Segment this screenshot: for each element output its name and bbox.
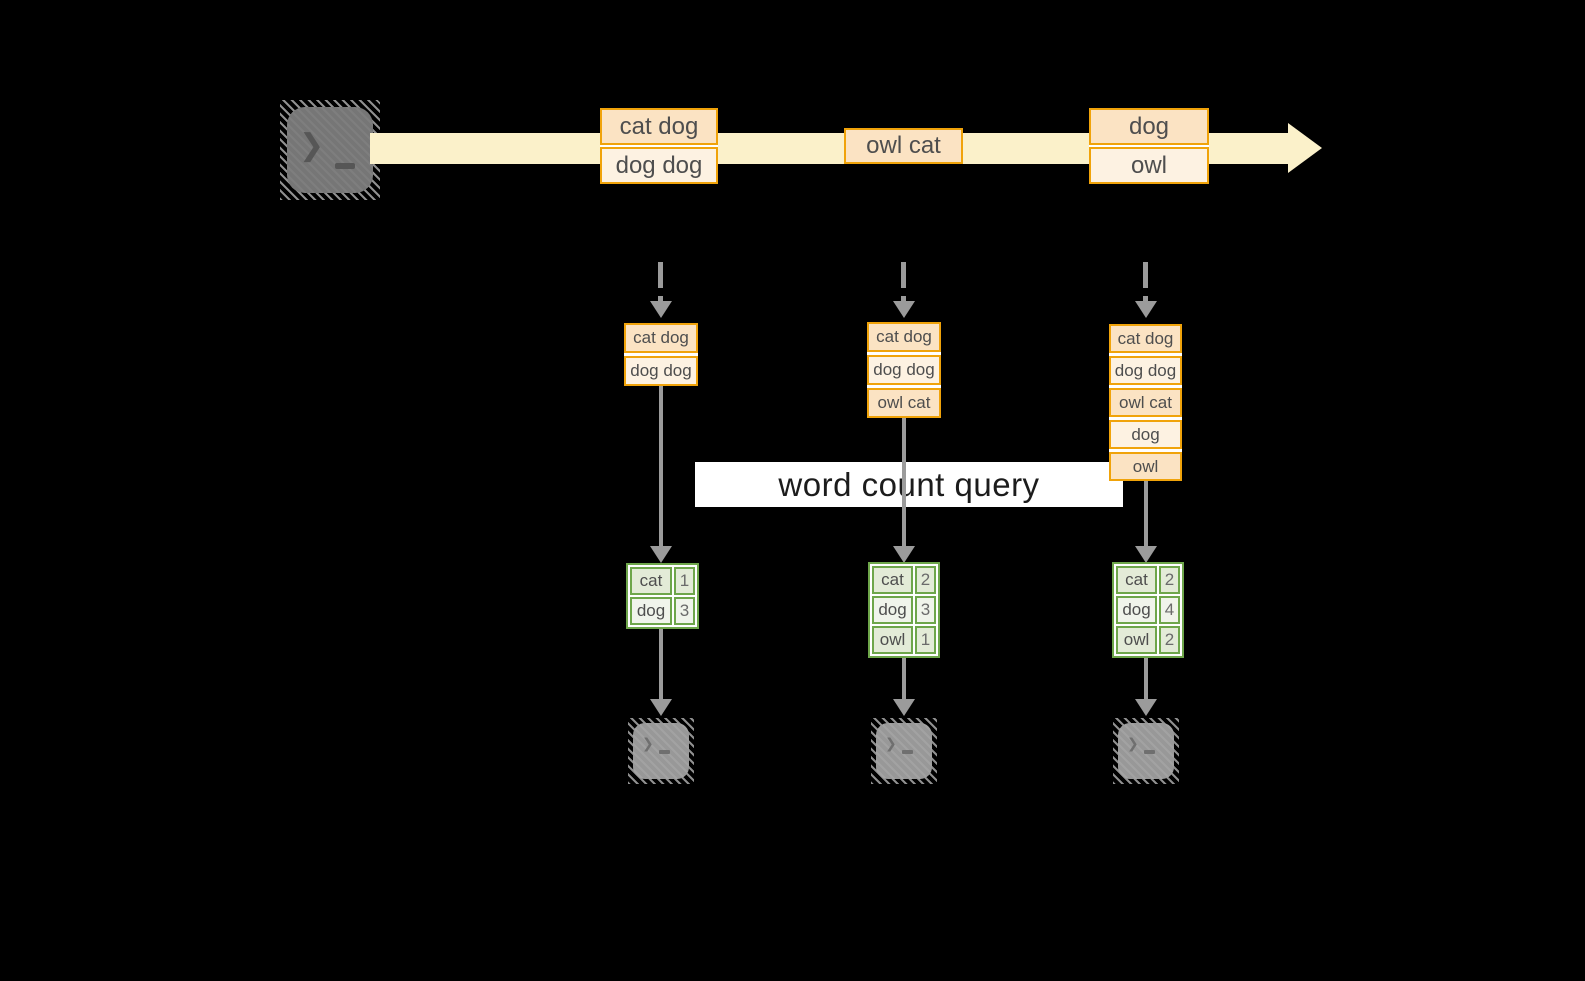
table-row: cat 2 (1116, 566, 1180, 594)
word-cell: dog (1116, 596, 1157, 624)
output-arrow-line (902, 658, 906, 699)
table-row: cat 2 (872, 566, 936, 594)
terminal-output-screen: ❯ (1118, 723, 1174, 779)
table-row: cat 1 (630, 567, 695, 595)
terminal-output-icon-1: ❯ (628, 718, 694, 784)
stack-row: cat dog (624, 323, 698, 353)
stack-row: dog dog (624, 356, 698, 386)
terminal-cursor-icon (1144, 750, 1155, 754)
query-arrow-line (902, 418, 906, 546)
count-cell: 2 (1159, 566, 1180, 594)
stream-event: owl cat (844, 128, 963, 164)
word-cell: cat (630, 567, 672, 595)
count-cell: 1 (915, 626, 936, 654)
table-row: owl 2 (1116, 626, 1180, 654)
stream-arrow-head-icon (1288, 123, 1322, 173)
event-stack-2: cat dog dog dog owl cat (867, 322, 941, 418)
word-cell: owl (1116, 626, 1157, 654)
stack-row: owl (1109, 452, 1182, 481)
count-cell: 4 (1159, 596, 1180, 624)
table-row: dog 3 (872, 596, 936, 624)
query-arrow-head-icon (650, 546, 672, 563)
stack-row: cat dog (1109, 324, 1182, 353)
stream-event: owl (1089, 147, 1209, 184)
terminal-prompt-icon: ❯ (1127, 735, 1139, 751)
dashed-arrow-line (658, 262, 663, 302)
count-cell: 3 (915, 596, 936, 624)
stream-event-box-2: owl cat (844, 128, 963, 164)
query-arrow-line (1144, 481, 1148, 546)
event-stack-3: cat dog dog dog owl cat dog owl (1109, 324, 1182, 481)
output-arrow-head-icon (893, 699, 915, 716)
dashed-arrow-head-icon (1135, 301, 1157, 318)
terminal-source-screen: ❯ (287, 107, 373, 193)
output-arrow-line (1144, 658, 1148, 699)
query-arrow-line (659, 386, 663, 546)
terminal-source-icon: ❯ (280, 100, 380, 200)
query-arrow-head-icon (893, 546, 915, 563)
word-cell: cat (872, 566, 913, 594)
terminal-prompt-icon: ❯ (299, 129, 325, 162)
output-arrow-head-icon (1135, 699, 1157, 716)
terminal-prompt-icon: ❯ (642, 735, 654, 751)
terminal-cursor-icon (902, 750, 913, 754)
output-arrow-line (659, 629, 663, 699)
terminal-output-icon-3: ❯ (1113, 718, 1179, 784)
dashed-arrow-head-icon (650, 301, 672, 318)
count-cell: 2 (1159, 626, 1180, 654)
output-arrow-head-icon (650, 699, 672, 716)
terminal-output-screen: ❯ (876, 723, 932, 779)
word-cell: dog (872, 596, 913, 624)
word-cell: cat (1116, 566, 1157, 594)
count-cell: 2 (915, 566, 936, 594)
table-row: owl 1 (872, 626, 936, 654)
terminal-output-icon-2: ❯ (871, 718, 937, 784)
terminal-output-screen: ❯ (633, 723, 689, 779)
count-table-1: cat 1 dog 3 (626, 563, 699, 629)
dashed-arrow-head-icon (893, 301, 915, 318)
stream-event: dog dog (600, 147, 718, 184)
stream-event: cat dog (600, 108, 718, 145)
stack-row: dog dog (1109, 356, 1182, 385)
dashed-arrow-line (901, 262, 906, 302)
count-table-3: cat 2 dog 4 owl 2 (1112, 562, 1184, 658)
word-cell: owl (872, 626, 913, 654)
stream-event-box-3: dog owl (1089, 108, 1209, 184)
count-cell: 3 (674, 597, 695, 625)
event-stack-1: cat dog dog dog (624, 323, 698, 386)
count-table-2: cat 2 dog 3 owl 1 (868, 562, 940, 658)
stream-event: dog (1089, 108, 1209, 145)
table-row: dog 3 (630, 597, 695, 625)
terminal-prompt-icon: ❯ (885, 735, 897, 751)
stack-row: owl cat (1109, 388, 1182, 417)
dashed-arrow-line (1143, 262, 1148, 302)
stack-row: dog (1109, 420, 1182, 449)
word-cell: dog (630, 597, 672, 625)
count-cell: 1 (674, 567, 695, 595)
stream-event-box-1: cat dog dog dog (600, 108, 718, 184)
query-arrow-head-icon (1135, 546, 1157, 563)
terminal-cursor-icon (659, 750, 670, 754)
stack-row: cat dog (867, 322, 941, 352)
stack-row: owl cat (867, 388, 941, 418)
terminal-cursor-icon (335, 163, 355, 169)
table-row: dog 4 (1116, 596, 1180, 624)
stack-row: dog dog (867, 355, 941, 385)
query-label: word count query (695, 462, 1123, 507)
